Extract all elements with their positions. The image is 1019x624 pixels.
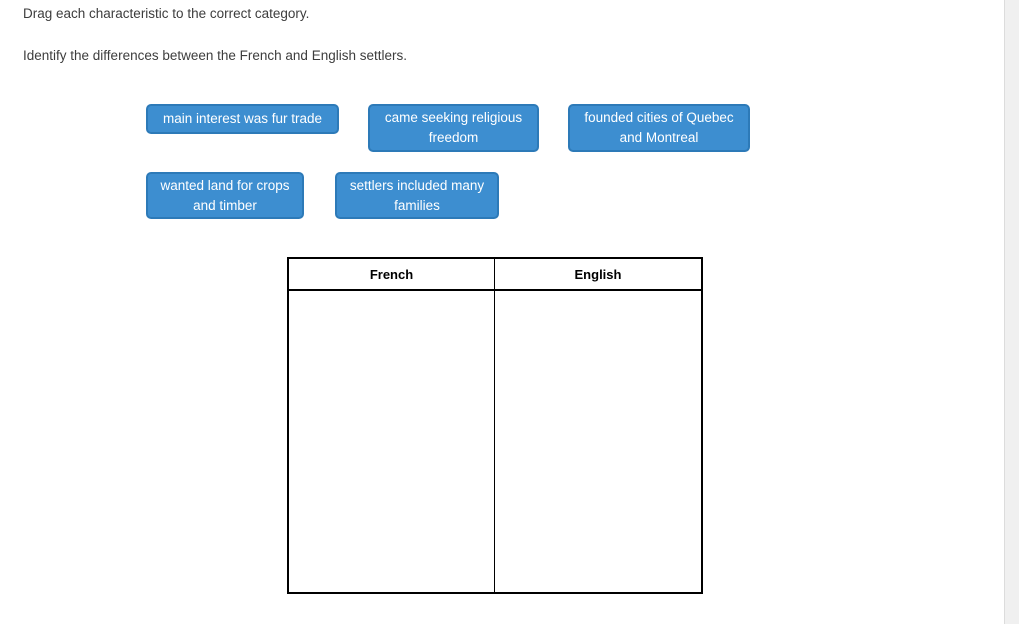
drag-chip-land-crops-timber[interactable]: wanted land for crops and timber	[146, 172, 304, 219]
drop-zone-french[interactable]	[289, 291, 495, 592]
column-header-french: French	[289, 259, 495, 291]
drop-zone-english[interactable]	[495, 291, 701, 592]
drag-chip-fur-trade[interactable]: main interest was fur trade	[146, 104, 339, 134]
drag-chip-many-families[interactable]: settlers included many families	[335, 172, 499, 219]
instruction-drag-prompt: Drag each characteristic to the correct …	[23, 6, 310, 21]
vertical-scrollbar[interactable]	[1004, 0, 1019, 624]
instruction-question: Identify the differences between the Fre…	[23, 48, 407, 63]
category-table: French English	[287, 257, 703, 594]
column-header-english: English	[495, 259, 701, 291]
drag-chip-quebec-montreal[interactable]: founded cities of Quebec and Montreal	[568, 104, 750, 152]
drag-chip-religious-freedom[interactable]: came seeking religious freedom	[368, 104, 539, 152]
